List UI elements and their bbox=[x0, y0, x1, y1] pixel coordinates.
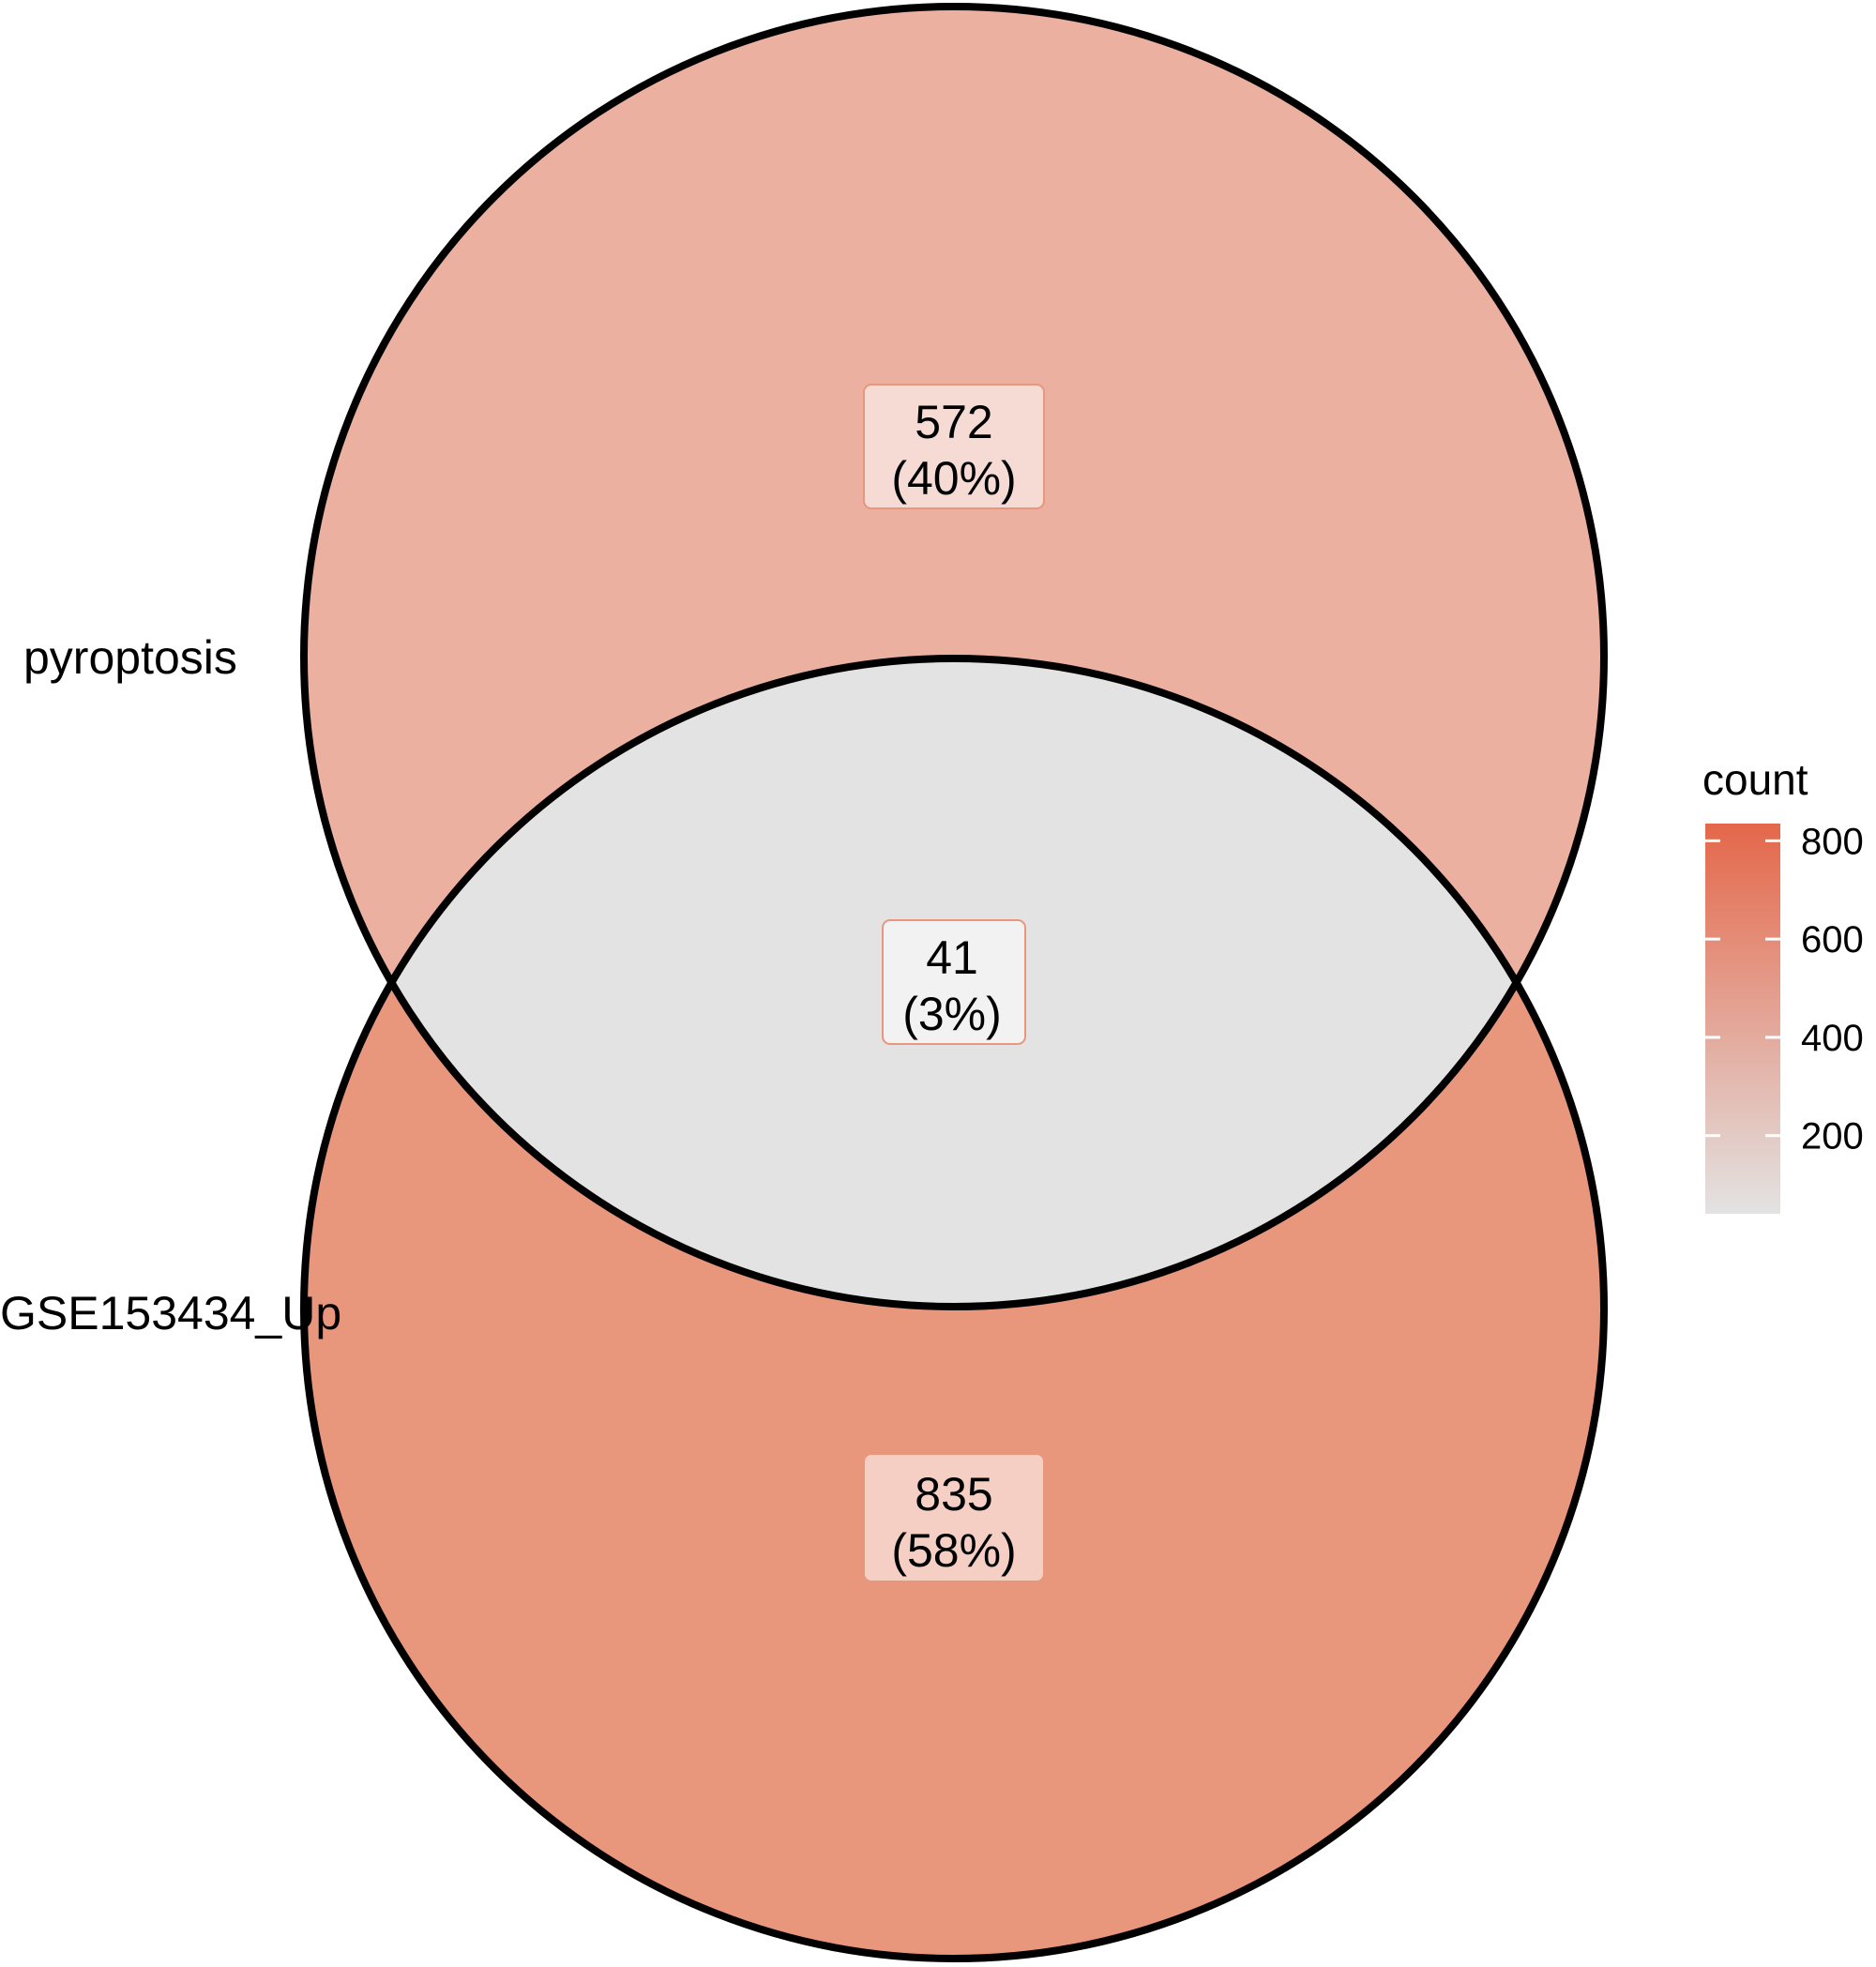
region-intersection bbox=[304, 658, 1604, 1307]
count-percent: (58%) bbox=[891, 1524, 1016, 1577]
legend-colorbar bbox=[1705, 824, 1780, 1214]
set-outline-gse153434-up bbox=[300, 655, 1608, 1962]
set-label-gse153434-up: GSE153434_Up bbox=[0, 1287, 341, 1339]
set-outline-pyroptosis bbox=[300, 3, 1608, 1310]
legend-tick-label: 200 bbox=[1801, 1116, 1864, 1158]
count-label-box bbox=[863, 1453, 1045, 1582]
set-label-pyroptosis: pyroptosis bbox=[23, 631, 237, 684]
count-percent: (3%) bbox=[902, 988, 1002, 1040]
legend-tick-label: 400 bbox=[1801, 1018, 1864, 1059]
count-value: 835 bbox=[915, 1468, 992, 1521]
count-label-box bbox=[863, 384, 1045, 509]
count-label-gse153434-up-only: 835 (58%) bbox=[863, 1453, 1045, 1582]
count-label-box bbox=[882, 919, 1026, 1045]
legend-tick-label: 800 bbox=[1801, 821, 1864, 862]
legend-ticks: 800 600 400 200 bbox=[1705, 821, 1864, 1158]
legend-title: count bbox=[1702, 755, 1808, 804]
legend-tick-label: 600 bbox=[1801, 919, 1864, 961]
count-value: 572 bbox=[915, 396, 992, 448]
count-value: 41 bbox=[926, 931, 978, 984]
legend: count 800 600 400 200 bbox=[1702, 755, 1864, 1214]
count-label-pyroptosis-only: 572 (40%) bbox=[863, 384, 1045, 509]
count-percent: (40%) bbox=[891, 452, 1016, 505]
count-label-intersection: 41 (3%) bbox=[882, 919, 1026, 1045]
